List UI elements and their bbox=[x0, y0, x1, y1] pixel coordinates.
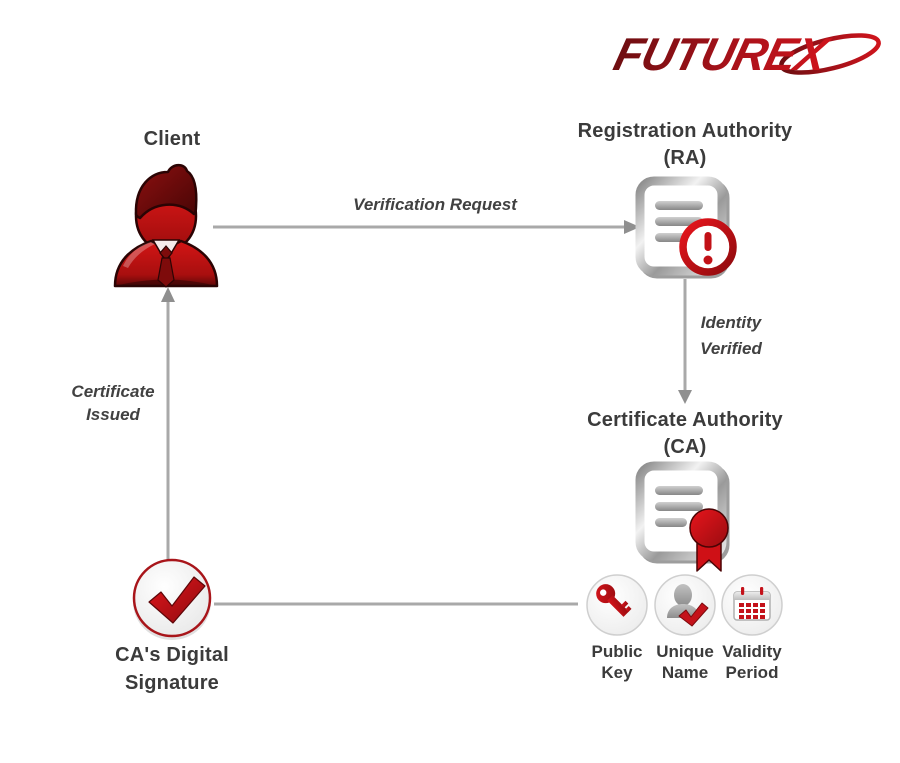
arrowhead-down-icon bbox=[678, 390, 692, 404]
arrowhead-right-icon bbox=[624, 220, 640, 234]
certificate-issued-label-line2: Issued bbox=[86, 405, 140, 424]
attribute-unique-name: Unique Name bbox=[645, 573, 725, 683]
ribbon-seal-icon bbox=[689, 508, 729, 572]
identity-verified-label-line1: Identity bbox=[700, 313, 762, 332]
hair-icon bbox=[134, 163, 198, 220]
warning-icon bbox=[679, 218, 737, 276]
public-key-label-line2: Key bbox=[601, 663, 633, 682]
client-label: Client bbox=[143, 128, 201, 150]
ra-document-icon bbox=[635, 176, 737, 279]
unique-name-icon bbox=[654, 574, 716, 636]
document-text-lines bbox=[655, 201, 703, 242]
tie-icon bbox=[157, 245, 175, 288]
futurex-logo: FUTUREX bbox=[609, 29, 881, 80]
ca-certificate-icon bbox=[635, 461, 730, 572]
public-key-icon bbox=[586, 574, 648, 636]
attribute-public-key: Public Key bbox=[577, 573, 657, 683]
ca-label-line1: Certificate Authority bbox=[587, 409, 783, 431]
checkmark-icon bbox=[132, 558, 212, 640]
ra-label-line1: Registration Authority bbox=[577, 120, 793, 142]
verification-request-label: Verification Request bbox=[353, 195, 517, 214]
public-key-label-line1: Public bbox=[591, 642, 643, 661]
client-person-icon bbox=[113, 163, 219, 288]
ca-label-line2: (CA) bbox=[663, 436, 707, 458]
logo-text: FUTUREX bbox=[609, 29, 836, 80]
validity-period-label-line1: Validity bbox=[722, 642, 782, 661]
logo-swoosh-icon bbox=[779, 33, 881, 75]
arrowhead-up-icon bbox=[161, 287, 175, 302]
calendar-grid bbox=[739, 603, 765, 619]
unique-name-label-line1: Unique bbox=[656, 642, 714, 661]
document-text-lines bbox=[655, 486, 703, 527]
attribute-validity-period: Validity Period bbox=[712, 573, 792, 683]
identity-verified-label-line2: Verified bbox=[700, 339, 762, 358]
ra-label-line2: (RA) bbox=[663, 147, 707, 169]
certificate-issued-label-line1: Certificate bbox=[71, 382, 155, 401]
validity-period-label-line2: Period bbox=[725, 663, 779, 682]
signature-label-line2: Signature bbox=[124, 672, 220, 694]
unique-name-label-line2: Name bbox=[661, 663, 709, 682]
validity-period-icon bbox=[721, 574, 783, 636]
signature-label-line1: CA's Digital bbox=[115, 644, 229, 666]
